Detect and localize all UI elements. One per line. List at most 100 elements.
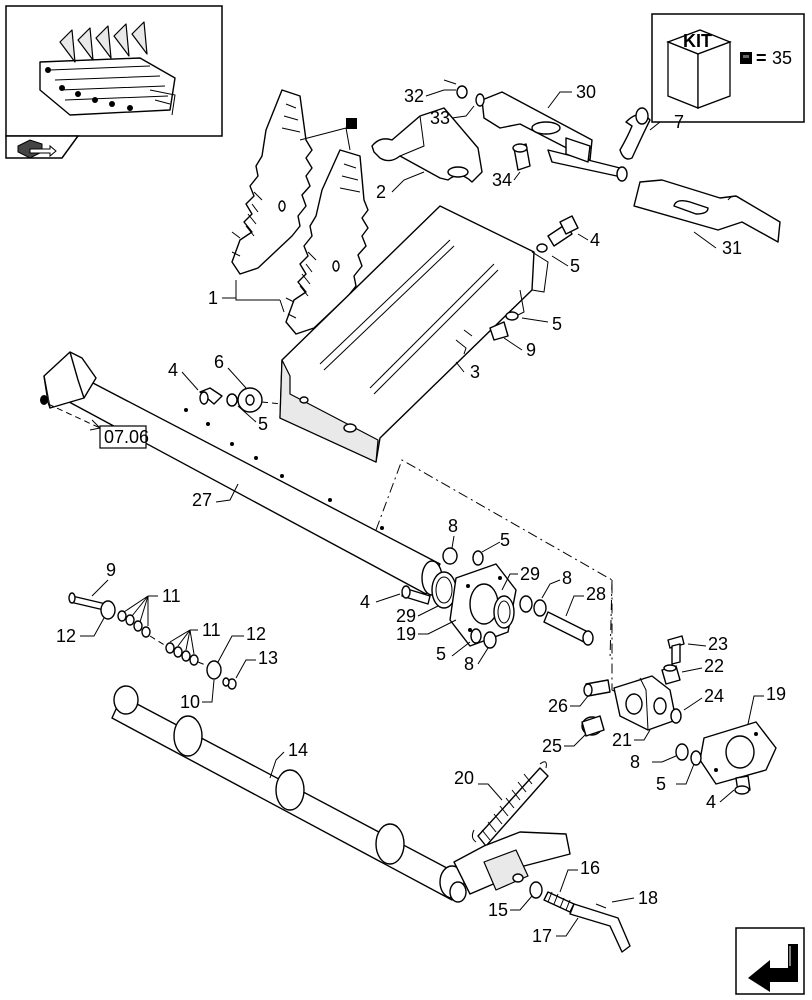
callout-17: 17 — [532, 926, 552, 946]
kit-badge-text: KIT — [683, 31, 712, 51]
callout-16: 16 — [580, 858, 600, 878]
part-12-washer-left — [100, 600, 116, 620]
part-16-spring-small — [543, 891, 575, 913]
callout-9a: 9 — [526, 340, 536, 360]
callout-5f: 5 — [656, 774, 666, 794]
part-29-ring-right — [493, 595, 515, 629]
folder-arrow-icon[interactable] — [17, 139, 57, 159]
callout-4a: 4 — [590, 230, 600, 250]
callout-12b: 12 — [246, 624, 266, 644]
callout-9b: 9 — [106, 560, 116, 580]
kit-legend: KIT = 35 — [651, 13, 805, 123]
part-lever-arm — [453, 831, 571, 895]
callout-5e: 5 — [436, 644, 446, 664]
callout-11a: 11 — [162, 586, 181, 606]
callout-2: 2 — [376, 182, 386, 202]
callout-4d: 4 — [706, 792, 716, 812]
part-3-cover-plate — [279, 205, 549, 463]
callout-8b: 8 — [562, 568, 572, 588]
part-4-bolt-left — [199, 387, 223, 405]
callout-5c: 5 — [258, 414, 268, 434]
reference-box-text: 07.06 — [104, 427, 149, 447]
callout-19b: 19 — [766, 684, 786, 704]
part-29-ring-left — [431, 571, 457, 609]
callout-31: 31 — [722, 238, 742, 258]
callout-33: 33 — [430, 108, 450, 128]
callout-24: 24 — [704, 686, 724, 706]
part-4-bolt-upper — [547, 215, 579, 247]
part-23-bolt — [667, 635, 685, 665]
part-19-flange-right — [699, 721, 777, 785]
callout-22: 22 — [704, 656, 724, 676]
part-28-bolt — [543, 611, 594, 646]
callout-15: 15 — [488, 900, 508, 920]
part-4-bolt-center — [401, 585, 431, 605]
legend-equals: = — [756, 48, 767, 68]
thumbnail-drawing — [39, 21, 176, 116]
part-18-pin — [595, 903, 607, 909]
reference-box[interactable]: 07.06 — [99, 425, 149, 449]
part-34-bolt — [512, 143, 531, 171]
callout-4b: 4 — [168, 360, 178, 380]
callout-5a: 5 — [570, 256, 580, 276]
callout-32: 32 — [404, 86, 424, 106]
thumbnail-overview[interactable] — [5, 5, 223, 159]
part-2-bracket — [371, 107, 483, 183]
part-11-spacers-left — [117, 610, 151, 638]
next-page-button[interactable] — [735, 927, 805, 995]
part-15-washer — [529, 881, 543, 899]
legend-number: 35 — [772, 48, 792, 68]
callout-29a: 29 — [520, 564, 540, 584]
callout-4c: 4 — [360, 592, 370, 612]
callout-14: 14 — [288, 740, 308, 760]
part-5-washer-mid — [505, 311, 519, 321]
part-9-nut-upper — [489, 321, 509, 341]
part-13-nut — [222, 677, 237, 690]
callout-19a: 19 — [396, 624, 416, 644]
kit-cube-icon — [666, 29, 732, 109]
part-27-tube — [40, 351, 443, 596]
callout-6: 6 — [214, 352, 224, 372]
callout-5d: 5 — [500, 530, 510, 550]
bent-arrow-icon — [748, 944, 798, 992]
callout-30: 30 — [576, 82, 596, 102]
callout-28: 28 — [586, 584, 606, 604]
part-9-bolt-lower — [68, 592, 107, 611]
part-5-washer-upper — [536, 243, 548, 253]
callout-8a: 8 — [448, 516, 458, 536]
part-30-pin-bracket — [481, 91, 628, 182]
part-25-bushing — [581, 715, 605, 737]
part-17-rod — [569, 903, 631, 953]
callout-11b: 11 — [202, 620, 221, 640]
callout-3: 3 — [470, 362, 480, 382]
part-8-nuts-center — [442, 547, 547, 649]
part-26-pin — [583, 679, 611, 697]
part-22-nut — [661, 664, 681, 685]
callout-1: 1 — [208, 288, 218, 308]
callout-27: 27 — [192, 490, 212, 510]
part-31-strap — [633, 179, 781, 243]
callout-20: 20 — [454, 768, 474, 788]
callout-29b: 29 — [396, 606, 416, 626]
part-24-washer — [670, 708, 682, 724]
part-12-washer-right — [206, 660, 222, 680]
callout-5b: 5 — [552, 314, 562, 334]
kit-marker-icon — [346, 118, 357, 129]
part-7-clip — [619, 107, 651, 160]
part-8-nut-right — [675, 743, 689, 761]
part-1-toothed-plates — [231, 89, 369, 335]
callout-25: 25 — [542, 736, 562, 756]
callout-23: 23 — [708, 634, 728, 654]
part-33-nut — [475, 93, 485, 107]
callout-12a: 12 — [56, 626, 76, 646]
part-32-washer — [443, 79, 468, 99]
callout-10: 10 — [180, 692, 200, 712]
callout-18: 18 — [638, 888, 658, 908]
callout-13: 13 — [258, 648, 278, 668]
part-20-spring — [471, 761, 549, 847]
part-5-washer-right — [690, 750, 702, 766]
callout-21: 21 — [612, 730, 632, 750]
part-4-bolt-right — [734, 775, 751, 795]
part-14-roller-shaft — [111, 685, 467, 903]
